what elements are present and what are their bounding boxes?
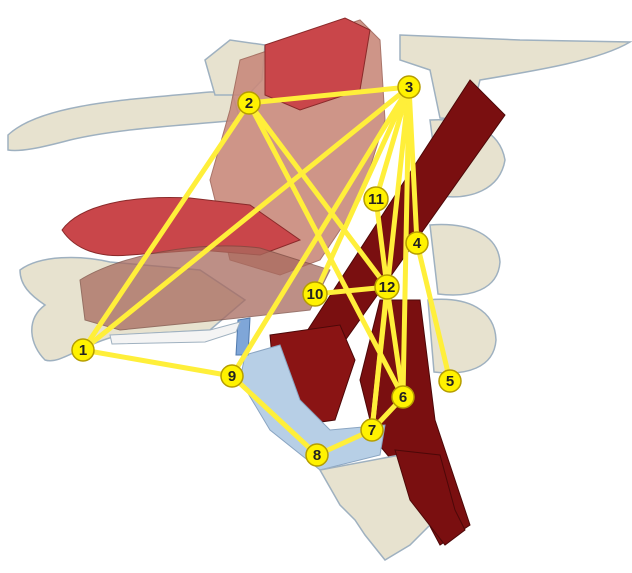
node-label: 1 [79, 342, 87, 359]
node-label: 2 [245, 95, 253, 112]
node-label: 5 [446, 373, 454, 390]
node-6: 6 [392, 386, 414, 408]
node-10: 10 [303, 282, 327, 306]
node-8: 8 [306, 444, 328, 466]
node-2: 2 [238, 92, 260, 114]
node-9: 9 [221, 365, 243, 387]
node-11: 11 [364, 187, 388, 211]
node-1: 1 [72, 339, 94, 361]
node-12: 12 [375, 275, 399, 299]
edge-1-9 [83, 350, 232, 376]
node-label: 8 [313, 447, 321, 464]
node-label: 4 [413, 235, 422, 252]
mid-muscle-layer [80, 246, 330, 330]
node-label: 12 [379, 279, 396, 296]
occipital-bone [400, 35, 630, 120]
node-label: 11 [368, 191, 384, 208]
node-label: 10 [307, 286, 324, 303]
node-4: 4 [406, 232, 428, 254]
node-7: 7 [361, 419, 383, 441]
vertebra-2 [430, 225, 500, 295]
skull-base-bone [8, 92, 240, 151]
node-3: 3 [398, 76, 420, 98]
node-label: 9 [228, 368, 236, 385]
node-label: 6 [399, 389, 407, 406]
node-5: 5 [439, 370, 461, 392]
node-label: 7 [368, 422, 376, 439]
node-label: 3 [405, 79, 413, 96]
